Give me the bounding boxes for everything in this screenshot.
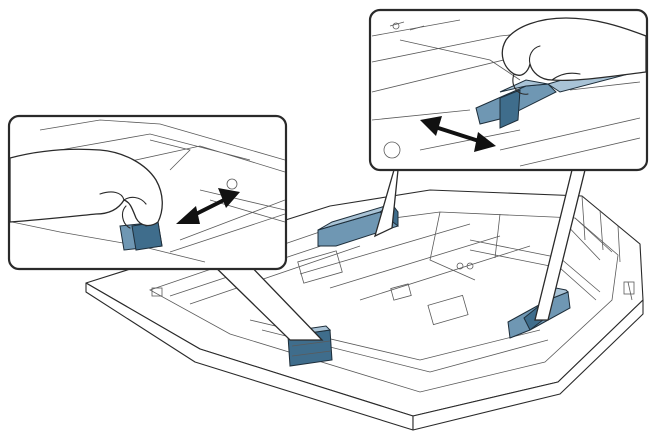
double-arrow-icon [176,188,240,224]
right-inset [368,8,649,172]
double-arrow-icon [420,116,496,152]
hand-icon [10,148,163,227]
left-inset [7,114,288,271]
top-guide [317,203,399,247]
